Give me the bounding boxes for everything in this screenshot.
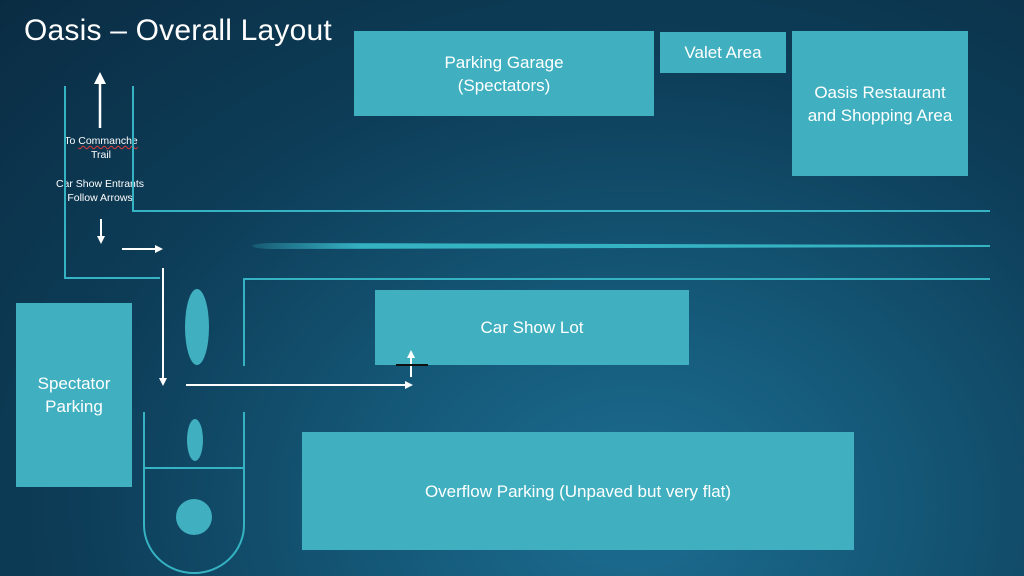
trail-label: Trail — [90, 149, 112, 161]
arrow-up-lot-head — [407, 350, 415, 358]
arrow-right-1-head — [155, 245, 163, 253]
car-show-lot: Car Show Lot — [375, 290, 689, 365]
arrow-right-long-head — [405, 381, 413, 389]
spectator-parking-area: Spectator Parking — [16, 303, 132, 487]
overflow-parking-area: Overflow Parking (Unpaved but very flat) — [302, 432, 854, 550]
median-island-2 — [187, 419, 203, 461]
oasis-restaurant-area: Oasis Restaurant and Shopping Area — [792, 31, 968, 176]
arrow-down-head — [97, 236, 105, 244]
road-edge-left — [64, 86, 160, 279]
road-edge-bottom — [243, 278, 990, 366]
commanche-trail-note: To Commanche Trail — [48, 134, 154, 162]
arrow-down-long-head — [159, 378, 167, 386]
to-label: To — [64, 135, 79, 147]
arrow-up-exit-head — [94, 72, 106, 84]
loop-road-curve — [143, 524, 245, 574]
median-island-1 — [185, 289, 209, 365]
page-title: Oasis – Overall Layout — [24, 14, 332, 47]
road-edge-top — [132, 86, 990, 212]
road-median — [252, 243, 990, 249]
valet-area: Valet Area — [660, 32, 786, 73]
parking-garage-area: Parking Garage (Spectators) — [354, 31, 654, 116]
loop-island — [176, 499, 212, 535]
commanche-label: Commanche — [78, 135, 138, 147]
